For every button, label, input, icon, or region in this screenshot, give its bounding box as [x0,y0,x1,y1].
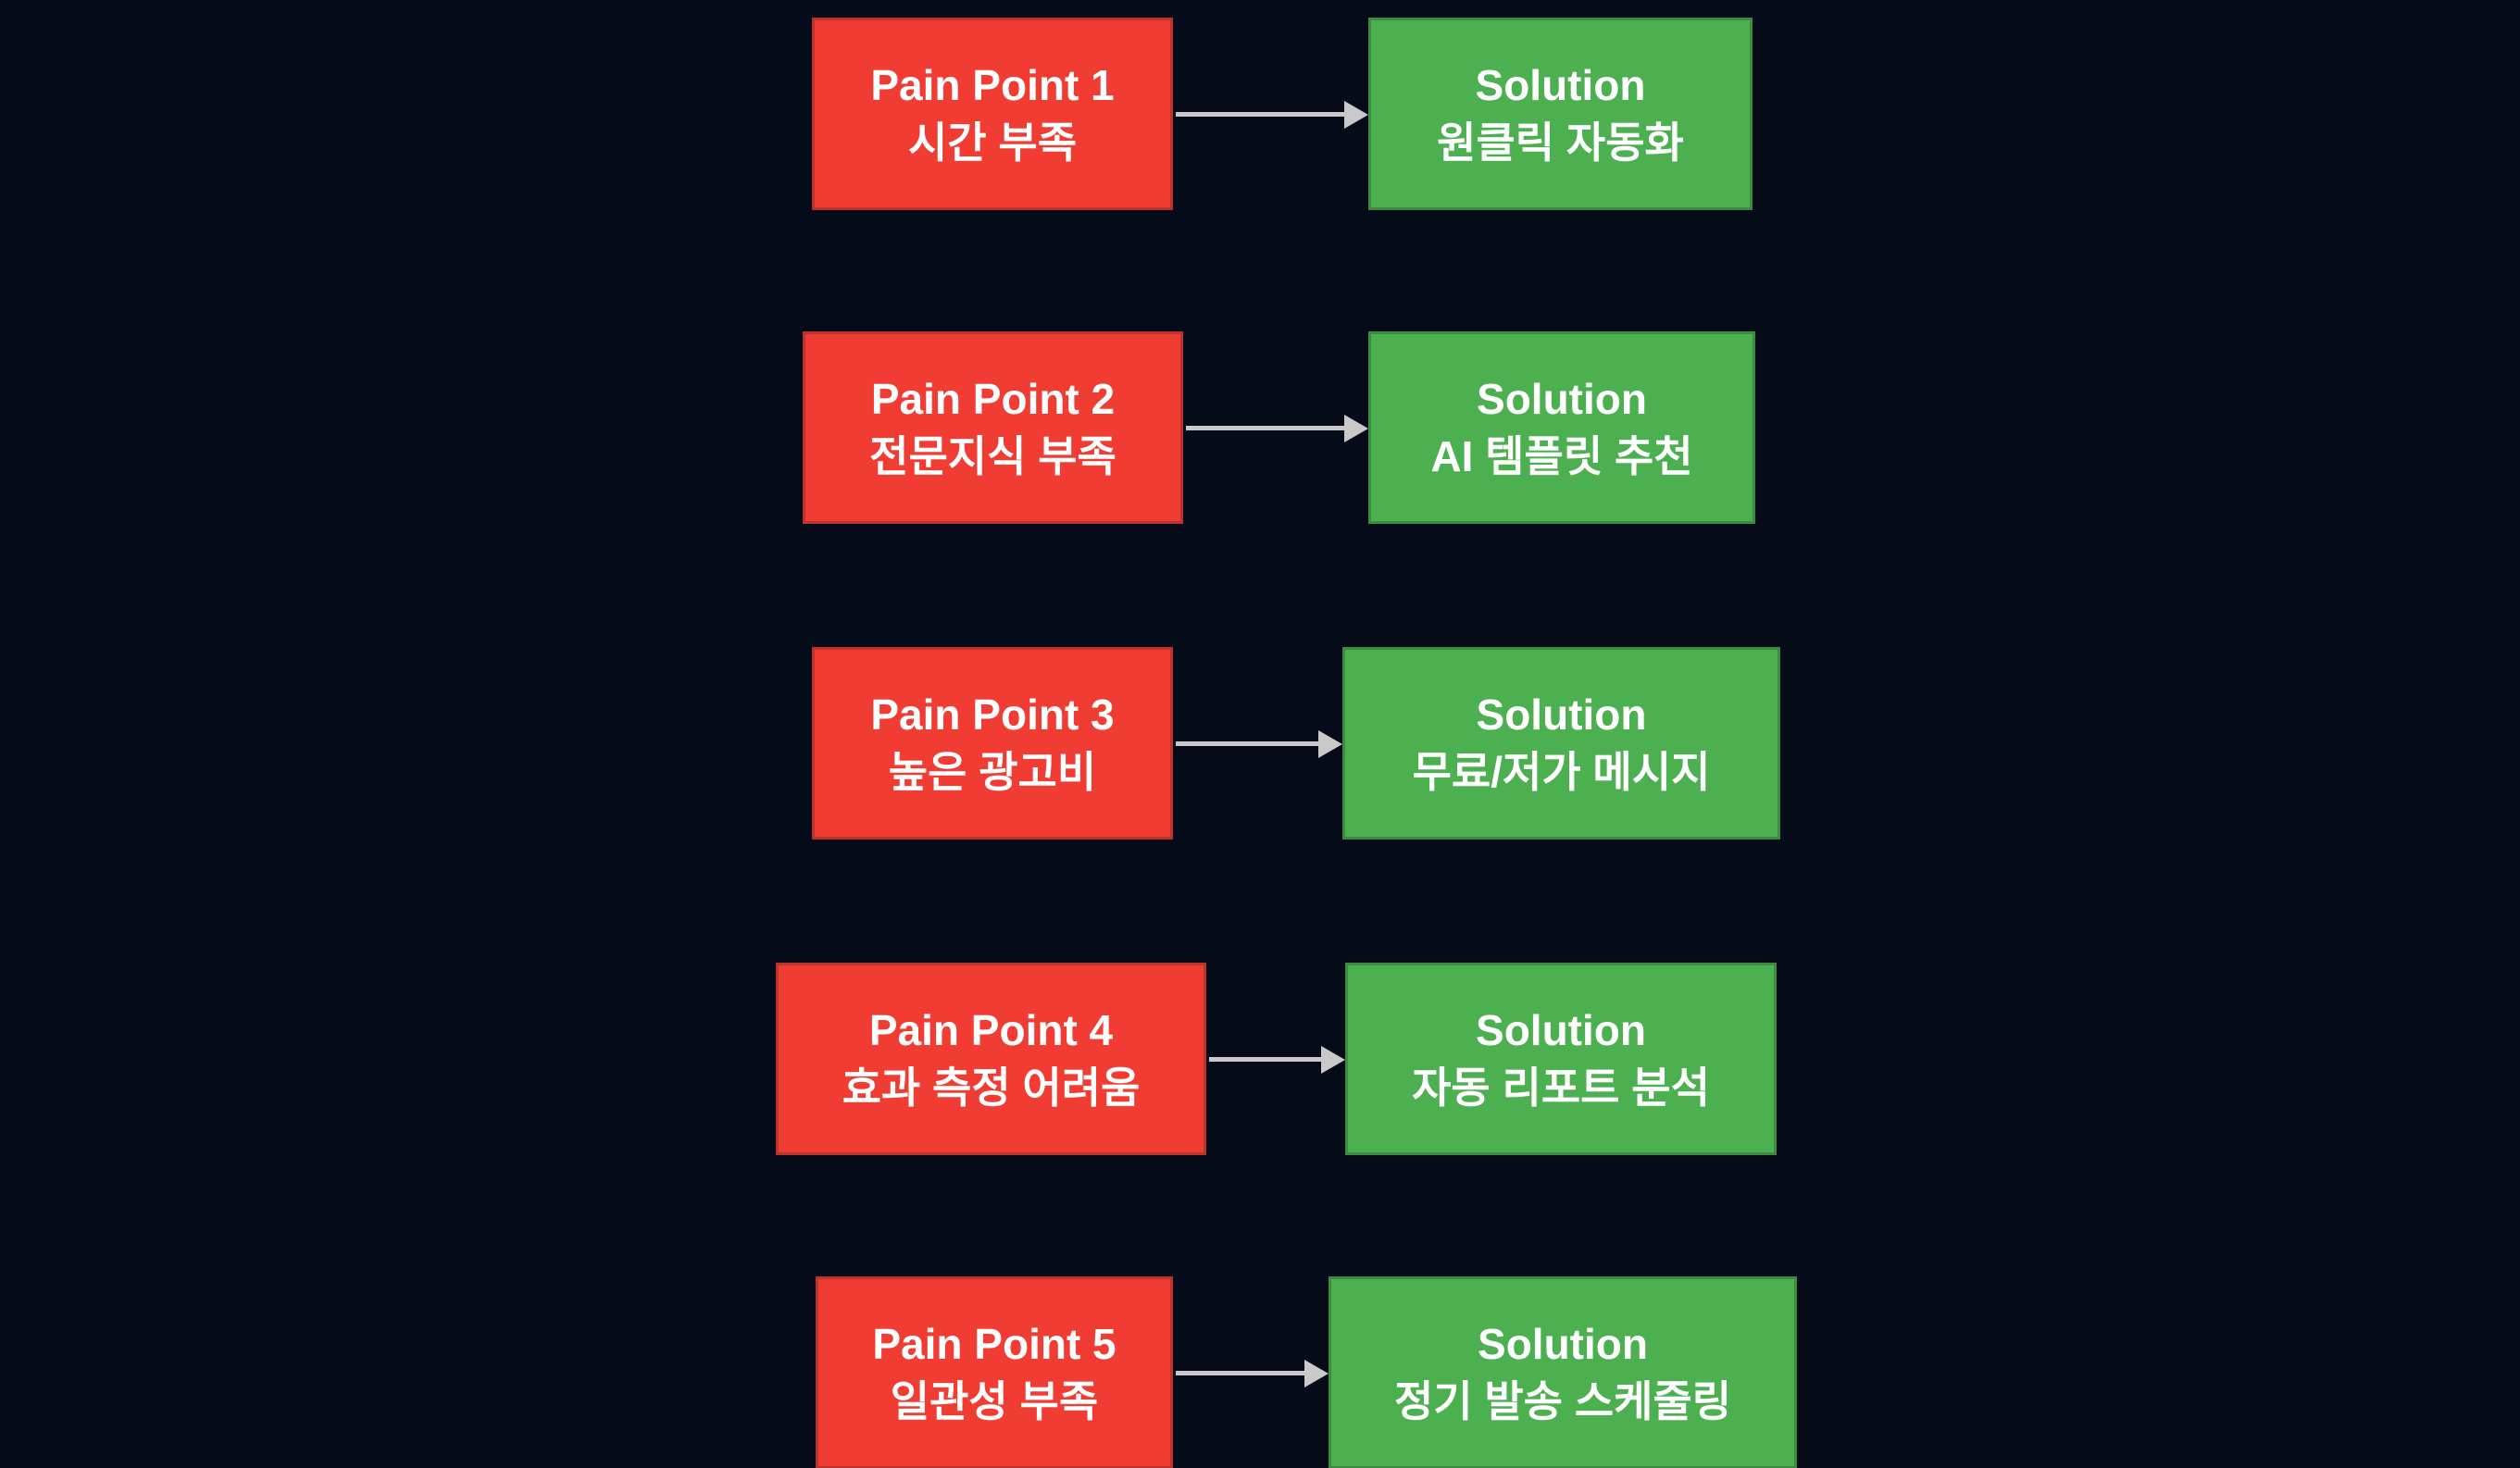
arrow-connector-5 [1176,1371,1304,1375]
pain-point-box-4: Pain Point 4 효과 측정 어려움 [776,963,1206,1155]
pain-point-subtitle: 일관성 부족 [890,1377,1099,1425]
solution-title: Solution [1476,690,1647,739]
solution-subtitle: 자동 리포트 분석 [1412,1064,1710,1112]
arrow-connector-2 [1186,426,1344,430]
pain-point-title: Pain Point 2 [870,375,1116,423]
pain-point-box-2: Pain Point 2 전문지식 부족 [803,331,1183,524]
pain-point-subtitle: 전문지식 부족 [869,432,1117,480]
solution-box-4: Solution 자동 리포트 분석 [1345,963,1777,1155]
solution-box-3: Solution 무료/저가 메시지 [1342,647,1780,840]
solution-title: Solution [1475,61,1646,109]
solution-subtitle: 원클릭 자동화 [1437,118,1684,167]
pain-point-box-1: Pain Point 1 시간 부족 [812,18,1173,210]
arrow-connector-1 [1176,112,1344,117]
solution-subtitle: 무료/저가 메시지 [1412,748,1711,796]
pain-point-box-3: Pain Point 3 높은 광고비 [812,647,1173,840]
solution-title: Solution [1477,375,1647,423]
pain-point-subtitle: 높은 광고비 [888,748,1097,796]
pain-point-title: Pain Point 3 [870,690,1115,739]
solution-title: Solution [1476,1006,1646,1054]
solution-subtitle: AI 템플릿 추천 [1430,432,1693,480]
arrow-connector-4 [1209,1057,1321,1062]
solution-box-2: Solution AI 템플릿 추천 [1368,331,1755,524]
pain-point-subtitle: 효과 측정 어려움 [842,1064,1141,1112]
solution-box-5: Solution 정기 발송 스케줄링 [1329,1276,1797,1468]
pain-point-title: Pain Point 1 [870,61,1115,109]
pain-point-title: Pain Point 5 [872,1320,1117,1368]
solution-title: Solution [1478,1320,1648,1368]
pain-point-box-5: Pain Point 5 일관성 부족 [816,1276,1173,1468]
solution-box-1: Solution 원클릭 자동화 [1368,18,1753,210]
arrow-connector-3 [1176,741,1318,746]
pain-point-title: Pain Point 4 [868,1006,1114,1054]
solution-subtitle: 정기 발송 스케줄링 [1393,1377,1732,1425]
pain-point-subtitle: 시간 부족 [907,118,1078,167]
